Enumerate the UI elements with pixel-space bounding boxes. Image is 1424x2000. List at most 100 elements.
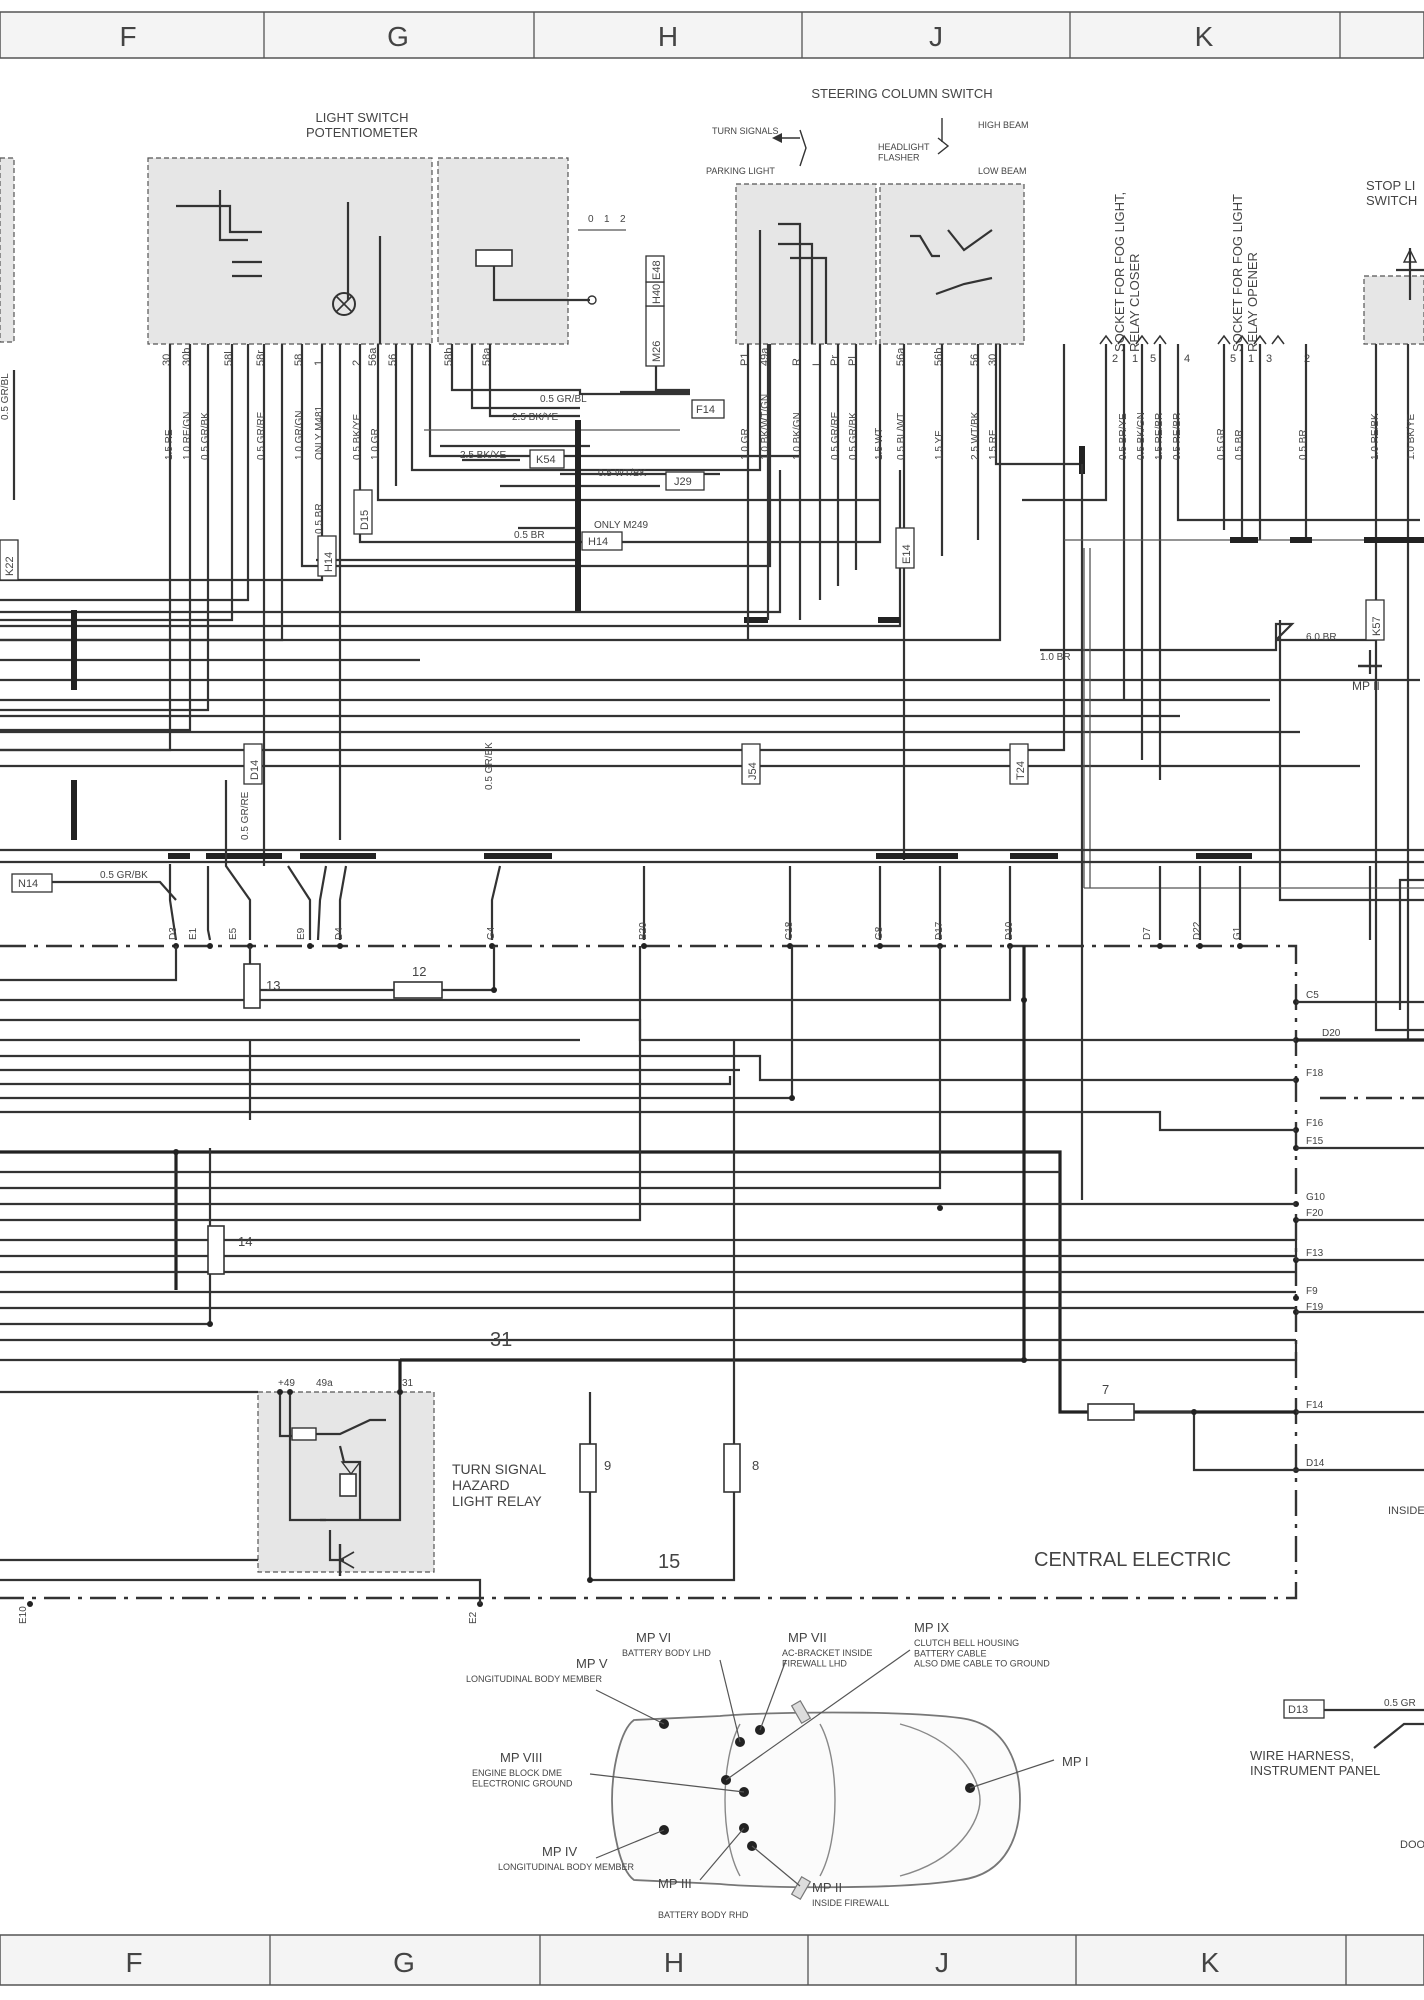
relay-pin-labels: +49 49a 31: [278, 1378, 414, 1389]
high-beam-label: HIGH BEAM: [978, 120, 1029, 130]
fog-opener-pin-5: 5: [1230, 353, 1236, 365]
connector-K57: K57: [1371, 616, 1383, 636]
relay-pin-31: 31: [402, 1378, 414, 1389]
fuse-13-label: 13: [266, 978, 280, 993]
fog-closer-pin-5: 5: [1150, 353, 1156, 365]
pin-30-s: 30: [987, 354, 999, 366]
bottom-terminal-labels: E10 E2: [18, 1601, 483, 1624]
term-E9: E9: [296, 927, 307, 940]
term-E1: E1: [188, 927, 199, 940]
pin-58l: 58l: [223, 351, 235, 366]
grid-col-K-bottom: K: [1201, 1947, 1220, 1978]
grid-col-H-bottom: H: [664, 1947, 684, 1978]
fuse-14: [207, 1225, 225, 1275]
wire-1-5-re: 1.5 RE: [164, 429, 175, 460]
mp2-desc: INSIDE FIREWALL: [812, 1898, 889, 1908]
term-E2: E2: [468, 1611, 479, 1624]
side-terminal-dots: [1293, 999, 1299, 1473]
ground-point-labels: MP VI BATTERY BODY LHD MP VII AC-BRACKET…: [466, 1620, 1089, 1920]
wire-d13-gr: 0.5 GR: [1384, 1698, 1416, 1709]
mp8-label: MP VIII: [500, 1750, 542, 1765]
fuse-14-label: 14: [238, 1234, 252, 1249]
fog-opener-pin-3: 3: [1266, 353, 1272, 365]
fuse-9: [579, 1443, 597, 1493]
wire-fog-3: 1.5 RE/BR: [1154, 413, 1165, 460]
wire-31-label: 31: [490, 1329, 512, 1351]
fog-closer-pin-2: 2: [1112, 353, 1118, 365]
grid-col-H: H: [658, 21, 678, 52]
grid-col-G-bottom: G: [393, 1947, 415, 1978]
top-grid-band: F G H J K: [0, 11, 1424, 59]
central-electric-wiring: [0, 946, 1424, 1604]
wire-fog-6: 0.5 BR: [1234, 429, 1245, 460]
only-m249-note: ONLY M249: [594, 520, 649, 531]
parking-light-label: PARKING LIGHT: [706, 166, 775, 176]
mp3-desc: BATTERY BODY RHD: [658, 1910, 749, 1920]
ground-mp2-top: MP II: [1352, 679, 1380, 693]
grid-col-K: K: [1195, 21, 1214, 52]
wire-only-m481: ONLY M481: [314, 405, 325, 460]
term-G10: G10: [1306, 1192, 1325, 1203]
relay-pin-49: +49: [278, 1378, 295, 1389]
connector-K22: K22: [4, 556, 16, 576]
wire-0-5-wtbk: 0.5 WT/BK: [598, 468, 647, 479]
light-switch-pins: 30 30b 58l 58r 58 1 2 56a 56 58b 58a: [161, 347, 493, 366]
fuses: 13 12 14 9 8 7: [207, 963, 1135, 1493]
wire-1-0-grgn: 1.0 GR/GN: [294, 411, 305, 460]
pin-P1: P1: [739, 353, 751, 366]
pin-1: 1: [313, 360, 325, 366]
wire-st-8: 1.5 YE: [934, 430, 945, 460]
term-F14: F14: [1306, 1400, 1324, 1411]
term-B20: B20: [638, 922, 649, 940]
term-D10: D10: [1004, 921, 1015, 940]
term-D22: D22: [1192, 921, 1203, 940]
mp1-label: MP I: [1062, 1754, 1089, 1769]
term-G4: G4: [486, 926, 497, 940]
wire-st-7: 0.5 BL/WT: [896, 413, 907, 460]
steering-switch-pins: P1 49a R L Pr Pl 56a 56b 56 30: [739, 347, 999, 366]
wire-st-2: 1.0 BK/WT/GN: [760, 394, 771, 460]
pin-Pr: Pr: [829, 355, 841, 366]
wire-0-5-grbl: 0.5 GR/BL: [540, 394, 587, 405]
fuse-7-label: 7: [1102, 1382, 1109, 1397]
wire-0-5-br-rot: 0.5 BR: [314, 503, 325, 534]
connector-E14: E14: [901, 544, 913, 564]
pin-58a: 58a: [481, 347, 493, 366]
connector-N14: N14: [18, 878, 38, 890]
side-terminal-labels: C5 D20 F18 F16 F15 G10 F20 F13 F9 F19 F1…: [1306, 990, 1341, 1469]
term-F20: F20: [1306, 1208, 1324, 1219]
central-electric-title: CENTRAL ELECTRIC: [1034, 1549, 1231, 1571]
grid-col-F-bottom: F: [125, 1947, 142, 1978]
wire-st-6: 1.5 WT: [874, 428, 885, 460]
wire-fog-7: 0.5 BR: [1298, 429, 1309, 460]
fog-closer-pin-4: 4: [1184, 353, 1190, 365]
mp3-label: MP III: [658, 1876, 692, 1891]
connector-K54: K54: [536, 454, 556, 466]
connector-J54: J54: [747, 762, 759, 780]
pin-2: 2: [351, 360, 363, 366]
wire-6-0-br: 6.0 BR: [1306, 632, 1337, 643]
term-F18: F18: [1306, 1068, 1324, 1079]
wire-0-5-bkye: 0.5 BK/YE: [352, 414, 363, 460]
wire-labels-steering: 1.0 GR 1.0 BK/WT/GN 1.0 BK/GN 0.5 GR/RE …: [740, 394, 999, 460]
fog-opener-title: SOCKET FOR FOG LIGHTRELAY OPENER: [1230, 194, 1260, 352]
inside-partial-label: INSIDE: [1388, 1505, 1424, 1517]
wire-n14-grbk: 0.5 GR/BK: [100, 870, 148, 881]
mp9-label: MP IX: [914, 1620, 949, 1635]
mp6-desc: BATTERY BODY LHD: [622, 1648, 711, 1658]
wire-fog-4: 0.5 RE/BR: [1172, 413, 1183, 460]
switch-pos-2: 2: [620, 214, 626, 225]
wire-labels-left-bundle: 1.5 RE 1.0 RE/GN 0.5 GR/BK 0.5 GR/RE 1.0…: [0, 373, 381, 534]
bottom-grid-band: F G H J K: [0, 1934, 1424, 1986]
term-C18: C18: [784, 921, 795, 940]
fuse-7: [1087, 1403, 1135, 1421]
term-F15: F15: [1306, 1136, 1324, 1147]
term-D3: D3: [168, 927, 179, 940]
term-F16: F16: [1306, 1118, 1324, 1129]
mp6-label: MP VI: [636, 1630, 671, 1645]
grid-col-F: F: [119, 21, 136, 52]
